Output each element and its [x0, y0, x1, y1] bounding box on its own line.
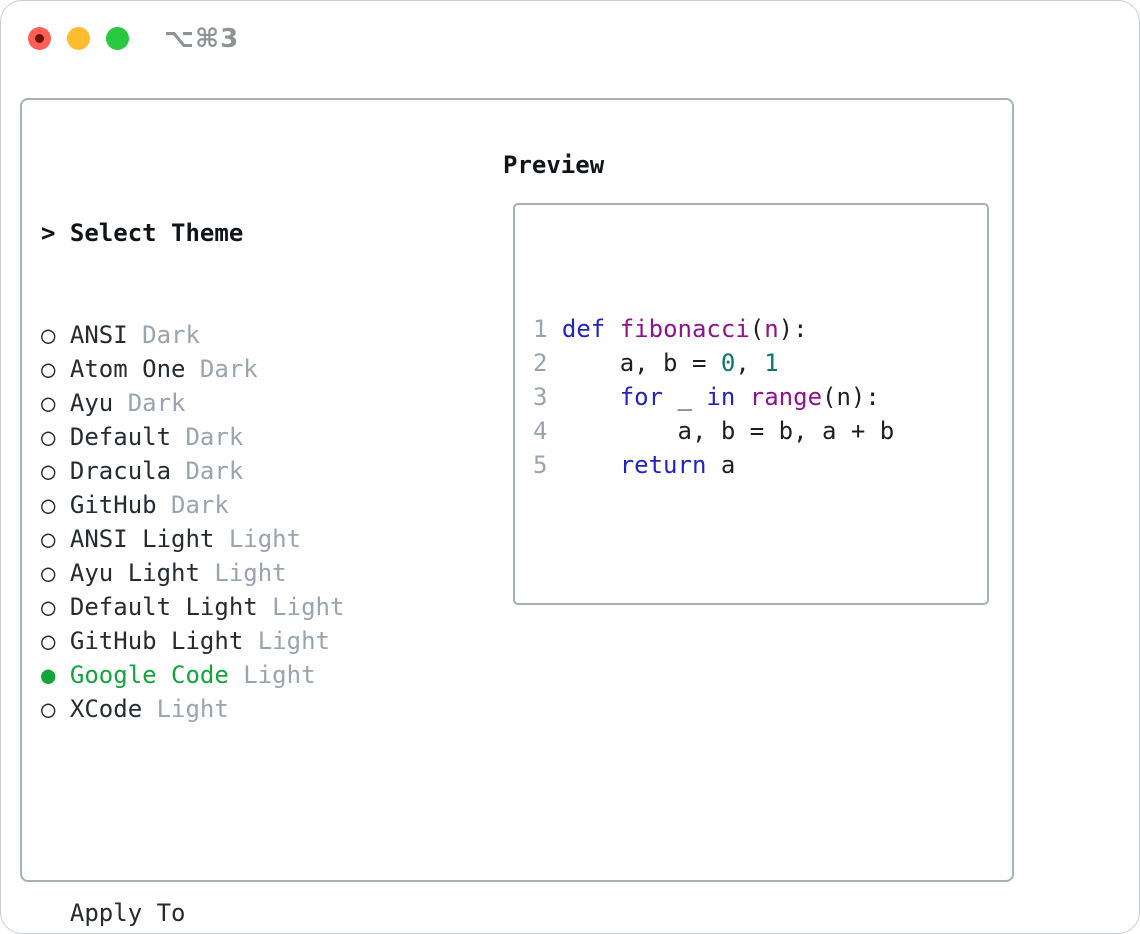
theme-tag: Dark [127, 389, 186, 417]
theme-name: XCode [69, 695, 143, 723]
code-token: , [735, 349, 765, 377]
radio-unselected-icon: ○ [41, 695, 56, 723]
code-token: (n): [822, 383, 880, 411]
radio-unselected-icon: ○ [41, 525, 56, 553]
theme-name: Default [69, 423, 172, 451]
line-number: 1 [533, 315, 562, 343]
theme-option[interactable]: ○ XCode Light [41, 692, 486, 726]
theme-tag: Light [156, 695, 229, 723]
theme-option[interactable]: ○ GitHub Light Light [41, 624, 486, 658]
minimize-button-icon[interactable] [67, 27, 90, 50]
code-token: _ [663, 383, 707, 411]
radio-unselected-icon: ○ [41, 491, 56, 519]
radio-unselected-icon: ○ [41, 355, 56, 383]
code-line: 3 for _ in range(n): [533, 380, 987, 414]
blank-line [533, 550, 987, 584]
line-number: 3 [533, 383, 562, 411]
title-bar: ⌥⌘3 [1, 1, 1139, 73]
theme-option[interactable]: ○ Default Light Light [41, 590, 486, 624]
theme-tag: Dark [142, 321, 200, 349]
code-token: for [619, 383, 664, 411]
code-token: in [706, 383, 736, 411]
code-token: range [749, 383, 823, 411]
spacer [41, 794, 486, 828]
close-button-icon[interactable] [28, 27, 51, 50]
code-line: 4 a, b = b, a + b [533, 414, 987, 448]
theme-option[interactable]: ○ ANSI Dark [41, 318, 486, 352]
code-token [562, 451, 620, 479]
theme-option[interactable]: ○ Dracula Dark [41, 454, 486, 488]
theme-option[interactable]: ○ Ayu Light Light [41, 556, 486, 590]
code-token: a, b = [561, 349, 721, 377]
code-token: a, b = b, a + b [561, 417, 895, 445]
code-line: 5 return a [533, 448, 987, 482]
theme-name: GitHub Light [69, 627, 244, 655]
theme-option[interactable]: ● Google Code Light [41, 658, 486, 692]
theme-tag: Dark [185, 457, 244, 485]
line-number: 5 [533, 451, 562, 479]
code-token: 0 [720, 349, 736, 377]
code-token [735, 383, 749, 411]
preview-title: Preview [503, 151, 605, 179]
zoom-button-icon[interactable] [106, 27, 129, 50]
code-token: a [706, 451, 736, 479]
code-token: return [619, 451, 707, 479]
line-number: 4 [533, 417, 562, 445]
theme-name: GitHub [69, 491, 157, 519]
theme-option[interactable]: ○ Ayu Dark [41, 386, 486, 420]
apply-to-label: Apply To [69, 899, 186, 927]
code-token: n [764, 315, 779, 343]
radio-selected-icon: ● [41, 661, 56, 689]
theme-tag: Light [272, 593, 345, 621]
theme-name: Atom One [69, 355, 186, 383]
theme-name: Ayu [69, 389, 114, 417]
apply-to-header: Apply To [41, 896, 486, 930]
radio-unselected-icon: ○ [41, 593, 56, 621]
code-token: 1 [764, 349, 779, 377]
theme-tag: Light [257, 627, 330, 655]
code-token: fibonacci [619, 315, 750, 343]
theme-option[interactable]: ○ GitHub Dark [41, 488, 486, 522]
select-theme-header: > Select Theme [41, 216, 486, 250]
code-line: 1 def fibonacci(n): [533, 312, 987, 346]
window-title: ⌥⌘3 [164, 24, 240, 54]
radio-unselected-icon: ○ [41, 389, 56, 417]
radio-unselected-icon: ○ [41, 321, 56, 349]
code-line: 2 a, b = 0, 1 [533, 346, 987, 380]
theme-tag: Dark [185, 423, 244, 451]
radio-unselected-icon: ○ [41, 627, 56, 655]
theme-tag: Light [214, 559, 287, 587]
radio-unselected-icon: ○ [41, 559, 56, 587]
code-token: ): [778, 315, 808, 343]
code-token [562, 383, 620, 411]
line-number: 2 [533, 349, 562, 377]
theme-tag: Light [243, 661, 316, 689]
radio-unselected-icon: ○ [41, 423, 56, 451]
theme-name: Ayu Light [69, 559, 200, 587]
cursor-icon: > [41, 219, 56, 247]
theme-option[interactable]: ○ ANSI Light Light [41, 522, 486, 556]
theme-option[interactable]: ○ Default Dark [41, 420, 486, 454]
theme-tag: Dark [199, 355, 258, 383]
radio-unselected-icon: ○ [41, 457, 56, 485]
code-token [605, 315, 619, 343]
theme-tag: Light [228, 525, 302, 553]
code-token: def [561, 315, 606, 343]
select-theme-label: Select Theme [69, 219, 244, 247]
theme-name: Default Light [69, 593, 258, 621]
theme-name: ANSI [69, 321, 128, 349]
theme-name: ANSI Light [69, 525, 215, 553]
theme-option[interactable]: ○ Atom One Dark [41, 352, 486, 386]
code-token: ( [749, 315, 765, 343]
theme-name: Google Code [69, 661, 229, 689]
theme-name: Dracula [69, 457, 172, 485]
theme-tag: Dark [171, 491, 229, 519]
close-dot-icon [35, 34, 44, 43]
